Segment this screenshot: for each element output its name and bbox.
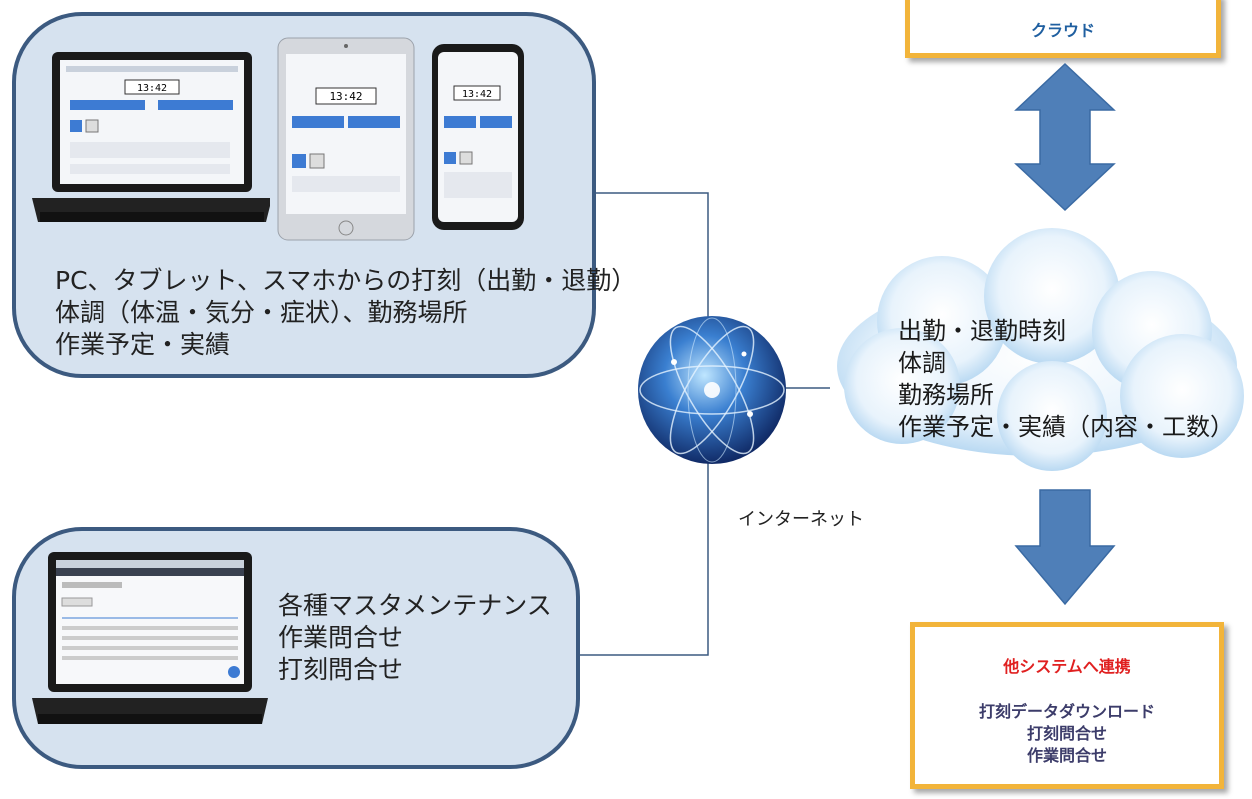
admin-laptop-icon <box>32 552 268 724</box>
internet-label: インターネット <box>738 509 864 530</box>
tablet-icon: 13:42 <box>277 37 415 241</box>
cloud-line-1: 出勤・退勤時刻 <box>898 317 1066 345</box>
devices-description: PC、タブレット、スマホからの打刻（出勤・退勤） 体調（体温・気分・症状）、勤務… <box>55 265 636 361</box>
other-systems-line-1: 打刻データダウンロード <box>978 702 1155 721</box>
devices-line-3: 作業予定・実績 <box>55 330 231 359</box>
cloud-label-box: クラウド <box>905 0 1221 58</box>
other-systems-line-2: 打刻問合せ <box>1026 724 1107 743</box>
svg-text:13:42: 13:42 <box>462 89 492 100</box>
devices-line-1: PC、タブレット、スマホからの打刻（出勤・退勤） <box>55 266 637 295</box>
svg-text:13:42: 13:42 <box>137 83 167 94</box>
cloud-line-4: 作業予定・実績（内容・工数） <box>898 413 1234 441</box>
other-systems-title: 他システムへ連携 <box>1003 657 1131 676</box>
admin-line-1: 各種マスタメンテナンス <box>278 591 552 620</box>
cloud-line-3: 勤務場所 <box>898 381 994 409</box>
admin-description: 各種マスタメンテナンス 作業問合せ 打刻問合せ <box>278 590 552 686</box>
cloud-description: 出勤・退勤時刻 体調 勤務場所 作業予定・実績（内容・工数） <box>898 315 1234 443</box>
smartphone-icon: 13:42 <box>432 44 524 230</box>
laptop-icon: 13:42 <box>32 52 270 222</box>
double-arrow-icon <box>1014 62 1116 212</box>
other-systems-list: 打刻データダウンロード 打刻問合せ 作業問合せ <box>915 701 1219 767</box>
cloud-icon <box>837 228 1244 471</box>
cloud-line-2: 体調 <box>898 349 946 377</box>
admin-line-3: 打刻問合せ <box>278 655 404 684</box>
down-arrow-icon <box>1014 489 1116 606</box>
internet-globe-icon <box>638 316 786 464</box>
other-systems-box: 他システムへ連携 打刻データダウンロード 打刻問合せ 作業問合せ <box>910 622 1224 789</box>
devices-line-2: 体調（体温・気分・症状）、勤務場所 <box>55 298 468 327</box>
admin-line-2: 作業問合せ <box>278 623 404 652</box>
cloud-label: クラウド <box>1030 21 1095 40</box>
other-systems-line-3: 作業問合せ <box>1026 746 1107 765</box>
svg-text:13:42: 13:42 <box>329 90 362 103</box>
